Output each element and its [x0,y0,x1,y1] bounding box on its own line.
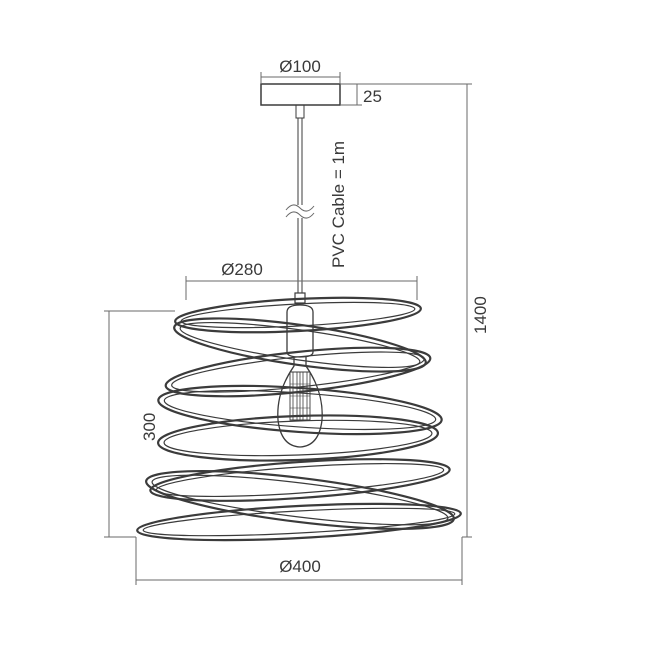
spiral-shade [136,296,462,542]
canopy-diameter-dimension [260,72,341,84]
top-diameter-dimension [185,276,418,300]
overall-height-dimension [362,83,472,538]
canopy-height-label: 25 [363,87,382,106]
shade-ring-2 [173,317,427,373]
edison-bulb [277,357,323,448]
shade-ring-1 [174,296,422,334]
cable-label: PVC Cable = 1m [329,141,348,268]
bottom-diameter-label: Ø400 [279,557,321,576]
cable-break-symbol [285,204,315,219]
canopy-height-dimension [340,83,362,106]
shade-height-dimension [104,310,175,538]
cable [295,104,305,293]
shade-ring-5 [156,414,440,462]
overall-height-label: 1400 [471,296,490,334]
shade-height-label: 300 [140,413,159,441]
bottom-diameter-dimension [135,537,463,585]
shade-ring-4 [157,384,443,436]
shade-ring-8 [136,502,462,542]
canopy [260,83,341,106]
top-diameter-label: Ø280 [221,260,263,279]
canopy-diameter-label: Ø100 [279,57,321,76]
